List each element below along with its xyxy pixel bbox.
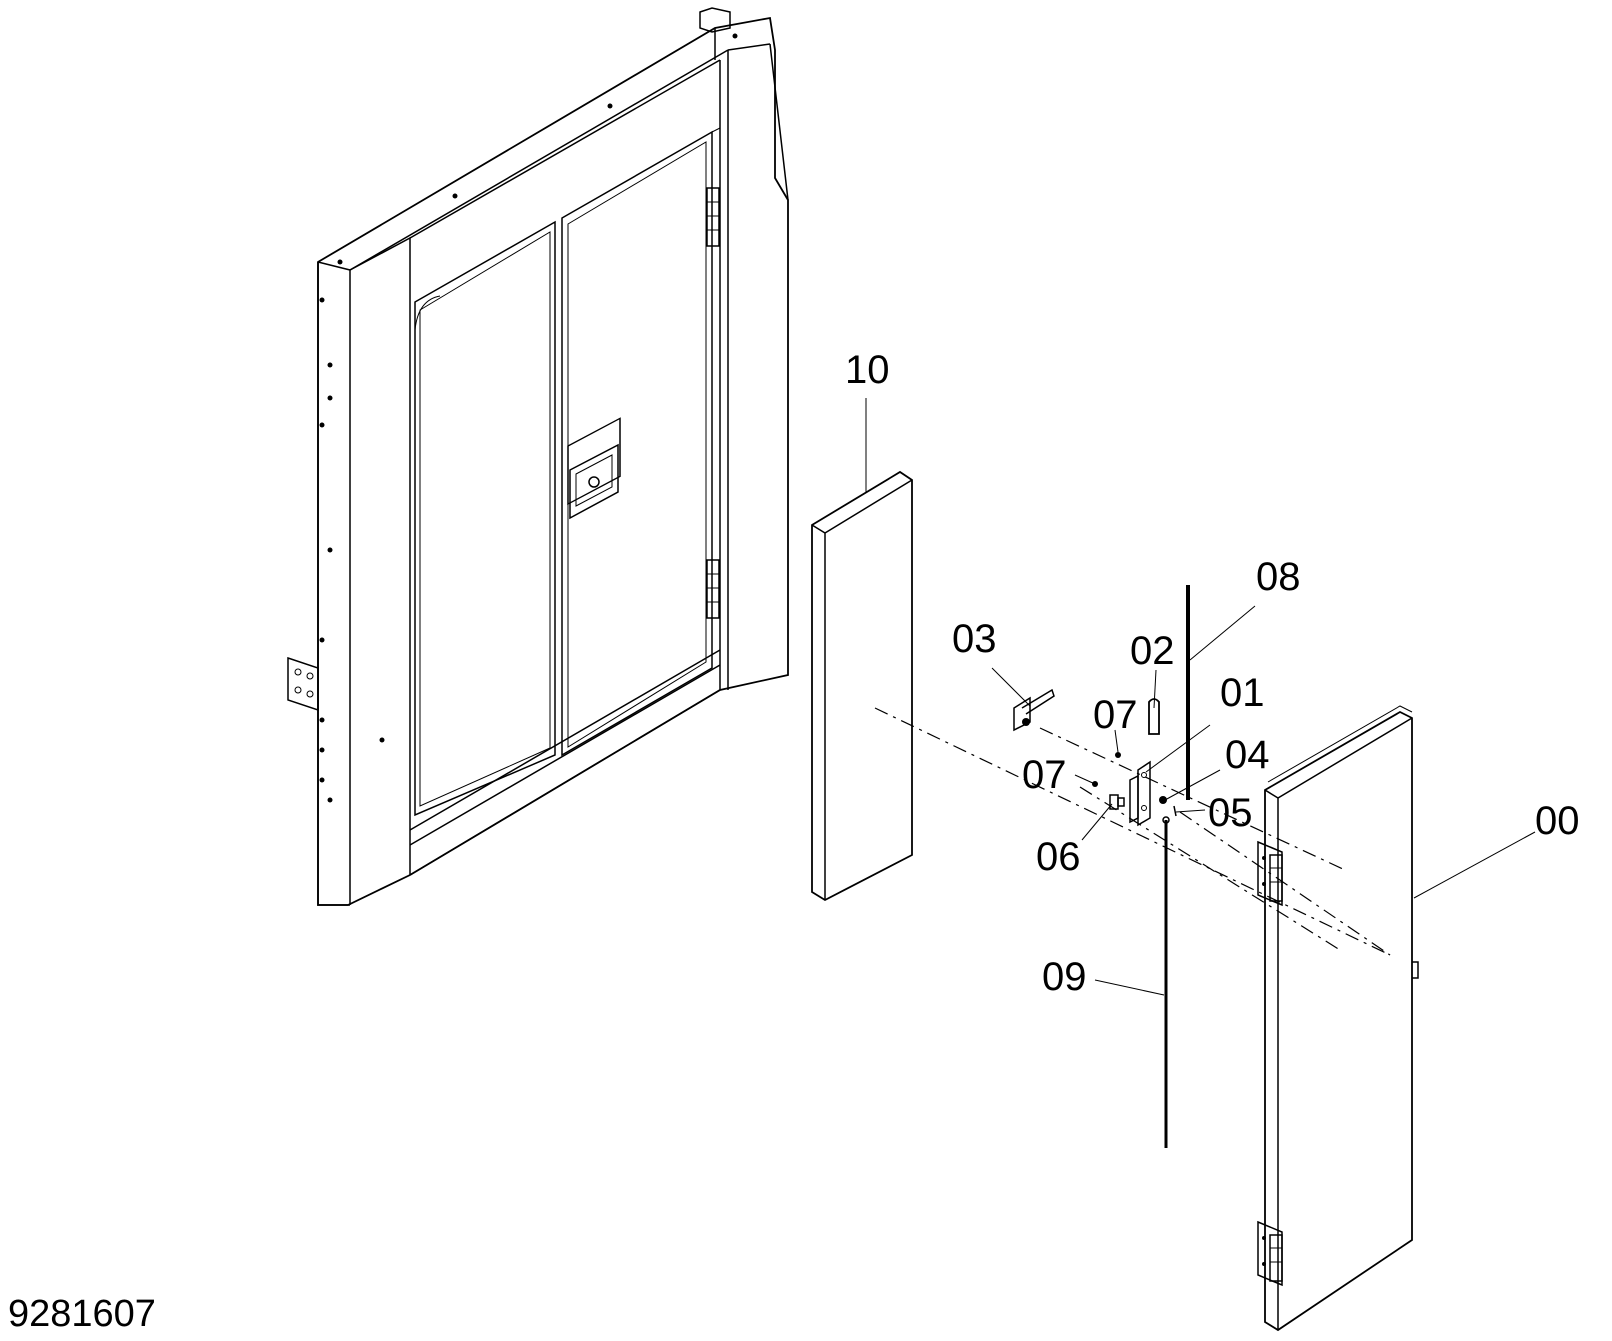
leader-09: [1094, 979, 1165, 996]
left-mount-bracket: [287, 656, 319, 712]
part-04-washer: [1159, 796, 1167, 804]
assembly-lines: [874, 707, 1391, 956]
callout-labels: 10 03 02 07 01 08 04 07 05 06 09 00: [845, 348, 1580, 999]
leader-07b: [1074, 774, 1096, 785]
leader-lines: [865, 398, 1536, 996]
rear-window-pane: [414, 220, 556, 817]
leader-03: [991, 667, 1031, 707]
door-latch-stub: [1412, 961, 1419, 979]
callout-03: 03: [952, 617, 997, 661]
right-post: [719, 43, 789, 690]
callout-08: 08: [1256, 555, 1301, 599]
leader-08: [1189, 605, 1256, 661]
part-05-clip: [1173, 805, 1177, 817]
post-bolt-holes: [319, 33, 738, 803]
callout-01: 01: [1220, 671, 1265, 715]
part-00-door: [1257, 705, 1419, 1332]
part-03-lever: [1013, 688, 1055, 732]
callout-05: 05: [1208, 791, 1253, 835]
callout-06: 06: [1036, 835, 1081, 879]
leader-07a: [1114, 729, 1119, 753]
part-07-pin-a: [1115, 752, 1121, 758]
leader-01: [1145, 724, 1211, 773]
hatch-hinge-upper: [706, 187, 720, 247]
top-bracket: [699, 7, 731, 33]
leader-04: [1164, 769, 1221, 801]
top-beam: [349, 43, 771, 271]
rear-hatch-door: [561, 130, 713, 757]
hatch-handle: [567, 417, 621, 520]
door-hinge-upper: [1257, 840, 1283, 907]
cab-frame-assembly: [287, 7, 789, 906]
leader-06: [1081, 803, 1113, 841]
callout-09: 09: [1042, 955, 1087, 999]
callout-07-upper: 07: [1093, 693, 1138, 737]
hatch-hinge-lower: [706, 559, 720, 619]
callout-04: 04: [1225, 733, 1270, 777]
leader-02: [1153, 669, 1157, 709]
drawing-number: 9281607: [8, 1293, 156, 1335]
latch-parts: [1013, 585, 1190, 1148]
leader-05: [1175, 809, 1206, 813]
callout-10: 10: [845, 348, 890, 392]
callout-02: 02: [1130, 629, 1175, 673]
part-10-panel: [811, 470, 913, 902]
part-02-knob: [1148, 698, 1160, 735]
callout-00: 00: [1535, 799, 1580, 843]
leader-00: [1413, 831, 1536, 899]
callout-07-lower: 07: [1022, 753, 1067, 797]
door-hinge-lower: [1257, 1220, 1283, 1287]
bottom-sill: [409, 649, 721, 876]
part-01-latch-body: [1129, 760, 1151, 827]
